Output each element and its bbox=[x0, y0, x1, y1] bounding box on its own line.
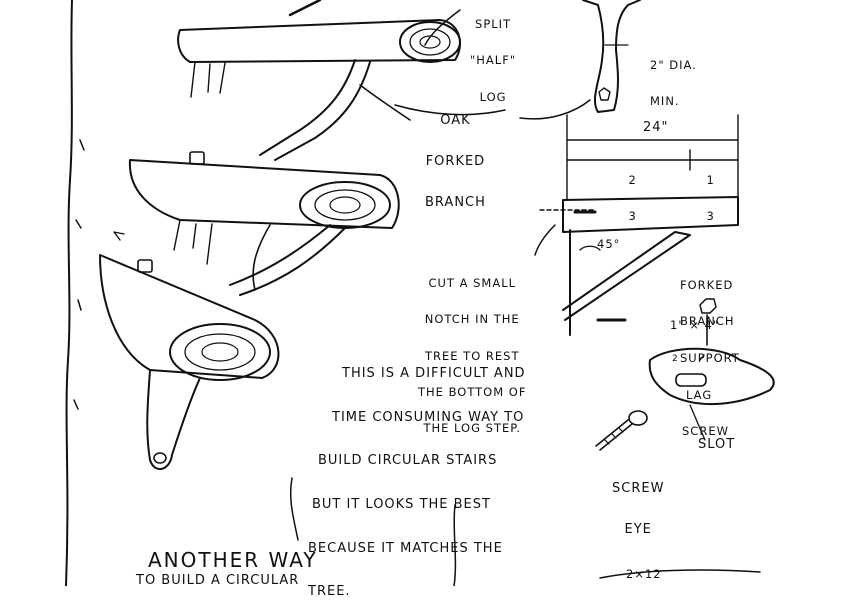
diameter-min: MIN. bbox=[650, 94, 680, 109]
screw-eye-line-1: SCREW bbox=[612, 481, 665, 497]
oak-text: OAK bbox=[440, 113, 471, 129]
label-forked-branch-support: FORKED BRANCH SUPPORT bbox=[680, 255, 740, 376]
note-line-2: TIME CONSUMING WAY TO bbox=[332, 409, 525, 425]
label-split-half-log: SPLIT "HALF" LOG bbox=[470, 0, 516, 115]
step-side-detail bbox=[539, 196, 739, 336]
one-third-den: 3 bbox=[706, 209, 715, 224]
label-another-way-sub: TO BUILD A CIRCULAR bbox=[136, 573, 300, 588]
split-text: SPLIT bbox=[475, 17, 512, 32]
support-line-1: FORKED bbox=[680, 278, 734, 293]
note-line-5: BECAUSE IT MATCHES THE bbox=[308, 540, 503, 556]
two-thirds-den: 3 bbox=[628, 209, 637, 224]
two-thirds-num: 2 bbox=[628, 173, 637, 188]
label-another-way: ANOTHER WAY bbox=[148, 548, 318, 572]
label-lag-screw: 1" × 4" 2 LAG SCREW bbox=[670, 295, 729, 449]
dimension-lines bbox=[566, 114, 739, 201]
note-line-1: THIS IS A DIFFICULT AND bbox=[342, 366, 526, 382]
forked-branch-lower bbox=[229, 224, 346, 296]
label-width-24: 24" bbox=[643, 120, 669, 135]
label-two-thirds: 2 3 bbox=[628, 150, 637, 234]
forked-branch-upper bbox=[259, 59, 411, 161]
tree-trunk bbox=[65, 0, 85, 586]
notch-line-1: CUT A SMALL bbox=[428, 276, 517, 291]
stair-sketch-drawing bbox=[65, 0, 775, 586]
label-2x12: 2×12 bbox=[626, 567, 662, 581]
notch-line-2: NOTCH IN THE bbox=[424, 312, 520, 327]
notch-line-5: THE LOG STEP. bbox=[423, 420, 522, 435]
middle-log-step bbox=[128, 151, 400, 265]
label-slot: SLOT bbox=[698, 437, 736, 452]
support-line-3: SUPPORT bbox=[680, 350, 740, 365]
support-line-2: BRANCH bbox=[680, 314, 735, 329]
half-text: "HALF" bbox=[470, 53, 517, 68]
label-notch-note: CUT A SMALL NOTCH IN THE TREE TO REST TH… bbox=[418, 253, 526, 446]
label-oak-forked-branch: OAK FORKED BRANCH bbox=[425, 87, 486, 223]
screw-text: SCREW bbox=[682, 424, 729, 439]
label-45-degrees: 45° bbox=[597, 237, 621, 251]
forked-text: FORKED bbox=[425, 154, 486, 170]
lag-size: 1" × 4" bbox=[670, 318, 720, 333]
label-screw-eye: SCREW EYE bbox=[612, 455, 664, 550]
notch-line-3: TREE TO REST bbox=[424, 348, 520, 363]
note-line-4: BUT IT LOOKS THE BEST bbox=[312, 497, 491, 513]
lag-fraction: 2 bbox=[672, 354, 679, 365]
slot-bracket-detail bbox=[595, 298, 775, 451]
branch-text: BRANCH bbox=[425, 195, 486, 211]
bottom-log-step bbox=[99, 231, 280, 470]
label-main-note: THIS IS A DIFFICULT AND TIME CONSUMING W… bbox=[308, 338, 526, 614]
screw-eye-line-2: EYE bbox=[624, 522, 652, 538]
leader-arrows bbox=[394, 9, 591, 256]
diameter-value: 2" DIA. bbox=[650, 58, 697, 73]
top-log-step bbox=[177, 0, 461, 98]
log-text: LOG bbox=[479, 89, 507, 104]
one-third-num: 1 bbox=[706, 173, 715, 188]
lag-text: LAG bbox=[686, 387, 713, 402]
forked-branch-detail bbox=[582, 0, 641, 113]
label-one-third: 1 3 bbox=[706, 150, 715, 234]
lower-partial-sketches bbox=[289, 477, 761, 586]
note-line-6: TREE. bbox=[308, 584, 351, 600]
label-diameter: 2" DIA. MIN. bbox=[650, 35, 697, 119]
notch-line-4: THE BOTTOM OF bbox=[418, 384, 527, 399]
note-line-3: BUILD CIRCULAR STAIRS bbox=[318, 453, 498, 469]
